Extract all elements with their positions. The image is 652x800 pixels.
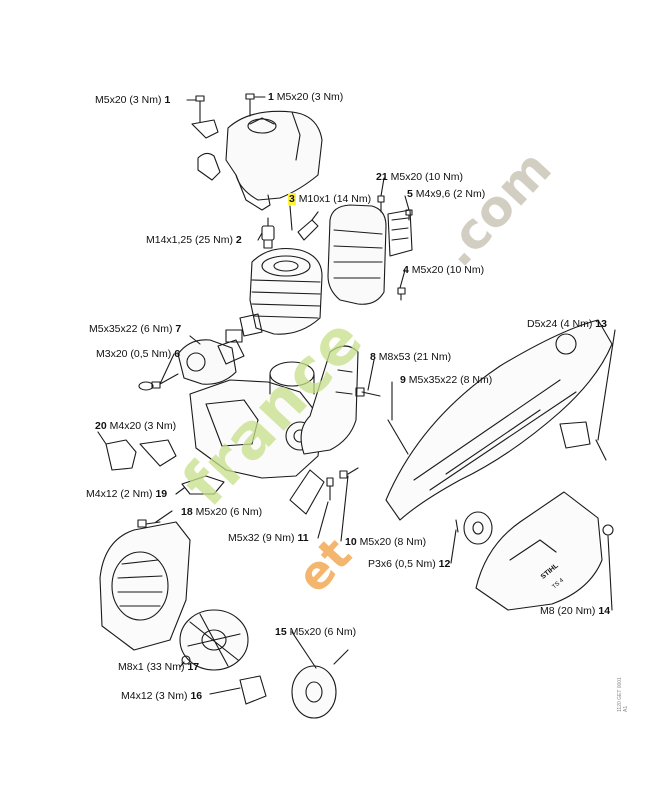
label-p16: M4x12 (3 Nm) 16 xyxy=(121,690,202,702)
label-spec: M5x32 (9 Nm) xyxy=(228,532,295,544)
label-spec: M4x9,6 (2 Nm) xyxy=(415,188,486,200)
screw-p4 xyxy=(397,287,406,301)
screw-p19 xyxy=(181,475,225,495)
label-p9: 9 M5x35x22 (8 Nm) xyxy=(400,374,492,386)
label-p2: M14x1,25 (25 Nm) 2 xyxy=(146,234,242,246)
label-p18: 18 M5x20 (6 Nm) xyxy=(181,506,262,518)
screw-p8 xyxy=(355,387,381,397)
cutter-arm-mount xyxy=(289,345,359,515)
label-p6: M3x20 (0,5 Nm) 6 xyxy=(96,348,180,360)
label-p1-right: 1 M5x20 (3 Nm) xyxy=(268,91,343,103)
label-spec: M8x53 (21 Nm) xyxy=(378,351,452,363)
label-num: 1 xyxy=(164,94,171,106)
label-spec: M5x20 (3 Nm) xyxy=(95,94,162,106)
label-num: 4 xyxy=(403,264,409,276)
label-spec: M14x1,25 (25 Nm) xyxy=(146,234,233,246)
cylinder xyxy=(239,247,323,337)
label-spec: M5x35x22 (8 Nm) xyxy=(408,374,493,386)
screw-p18 xyxy=(137,519,161,528)
label-num: 17 xyxy=(187,661,200,673)
label-num: 11 xyxy=(297,532,309,544)
screw-p1-right xyxy=(245,93,255,117)
muffler xyxy=(327,204,413,305)
label-p19: M4x12 (2 Nm) 19 xyxy=(86,488,167,500)
label-spec: M4x20 (3 Nm) xyxy=(109,420,177,432)
label-spec: M4x12 (2 Nm) xyxy=(86,488,153,500)
label-num: 13 xyxy=(595,318,607,330)
document-code: 1120 GET 0001 A1 xyxy=(617,677,629,712)
label-p7: M5x35x22 (6 Nm) 7 xyxy=(89,323,181,335)
crankcase xyxy=(189,361,323,479)
flywheel xyxy=(179,609,249,671)
label-num: 10 xyxy=(345,536,357,548)
label-num: 19 xyxy=(155,488,168,500)
label-num: 15 xyxy=(275,626,287,638)
label-spec: P3x6 (0,5 Nm) xyxy=(368,558,436,570)
screw-p1-left xyxy=(191,95,219,139)
label-p14: M8 (20 Nm) 14 xyxy=(540,605,610,617)
label-num: 14 xyxy=(598,605,611,617)
label-num: 16 xyxy=(190,690,203,702)
label-p15: 15 M5x20 (6 Nm) xyxy=(275,626,356,638)
label-spec: M3x20 (0,5 Nm) xyxy=(96,348,172,360)
label-p21: 21 M5x20 (10 Nm) xyxy=(376,171,463,183)
label-p10: 10 M5x20 (8 Nm) xyxy=(345,536,426,548)
label-num: 3 xyxy=(288,193,296,205)
clamp-p6 xyxy=(138,381,154,391)
label-num: 1 xyxy=(268,91,274,103)
label-spec: D5x24 (4 Nm) xyxy=(527,318,593,330)
label-num: 21 xyxy=(376,171,388,183)
label-num: 20 xyxy=(95,420,107,432)
label-p13: D5x24 (4 Nm) 13 xyxy=(527,318,607,330)
label-p17: M8x1 (33 Nm) 17 xyxy=(118,661,199,673)
label-spec: M5x20 (6 Nm) xyxy=(289,626,357,638)
label-num: 5 xyxy=(407,188,413,200)
label-spec: M5x20 (10 Nm) xyxy=(411,264,485,276)
label-num: 8 xyxy=(370,351,376,363)
nut-p14 xyxy=(602,524,614,536)
coil-p16 xyxy=(239,675,267,705)
fan-housing xyxy=(99,521,191,651)
starter-rotor xyxy=(291,649,349,719)
screw-p6 xyxy=(151,373,179,389)
label-spec: M5x20 (3 Nm) xyxy=(276,91,344,103)
cutter-cover xyxy=(475,491,603,611)
intake-manifold xyxy=(177,329,245,385)
screw-p9 xyxy=(387,419,409,455)
screw-p13 xyxy=(595,439,607,461)
label-spec: M8 (20 Nm) xyxy=(540,605,596,617)
screw-p10 xyxy=(339,467,359,479)
label-p5: 5 M4x9,6 (2 Nm) xyxy=(407,188,485,200)
label-num: 7 xyxy=(175,323,182,335)
ignition-part-p20 xyxy=(105,439,177,471)
belt-guard xyxy=(385,319,613,521)
label-p3: 3 M10x1 (14 Nm) xyxy=(288,193,371,205)
label-p4: 4 M5x20 (10 Nm) xyxy=(403,264,484,276)
label-num: 6 xyxy=(174,348,181,360)
nut-p17 xyxy=(181,655,191,665)
label-p8: 8 M8x53 (21 Nm) xyxy=(370,351,451,363)
label-num: 12 xyxy=(438,558,451,570)
tensioner-wheel xyxy=(463,511,493,545)
label-spec: M5x20 (10 Nm) xyxy=(390,171,463,183)
spark-plug-p2 xyxy=(261,217,275,249)
label-num: 9 xyxy=(400,374,406,386)
label-spec: M4x12 (3 Nm) xyxy=(121,690,188,702)
label-p20: 20 M4x20 (3 Nm) xyxy=(95,420,176,432)
label-spec: M5x20 (6 Nm) xyxy=(195,506,263,518)
screw-p11 xyxy=(326,477,334,501)
label-p11: M5x32 (9 Nm) 11 xyxy=(228,532,309,544)
screw-p12 xyxy=(455,519,459,533)
label-spec: M5x35x22 (6 Nm) xyxy=(89,323,173,335)
label-p1-left: M5x20 (3 Nm) 1 xyxy=(95,94,170,106)
decomp-valve-p3 xyxy=(297,211,319,241)
top-shroud xyxy=(197,110,323,211)
label-p12: P3x6 (0,5 Nm) 12 xyxy=(368,558,450,570)
label-num: 18 xyxy=(181,506,193,518)
label-spec: M5x20 (8 Nm) xyxy=(359,536,427,548)
label-spec: M10x1 (14 Nm) xyxy=(298,193,372,205)
label-spec: M8x1 (33 Nm) xyxy=(118,661,185,673)
label-num: 2 xyxy=(235,234,242,246)
